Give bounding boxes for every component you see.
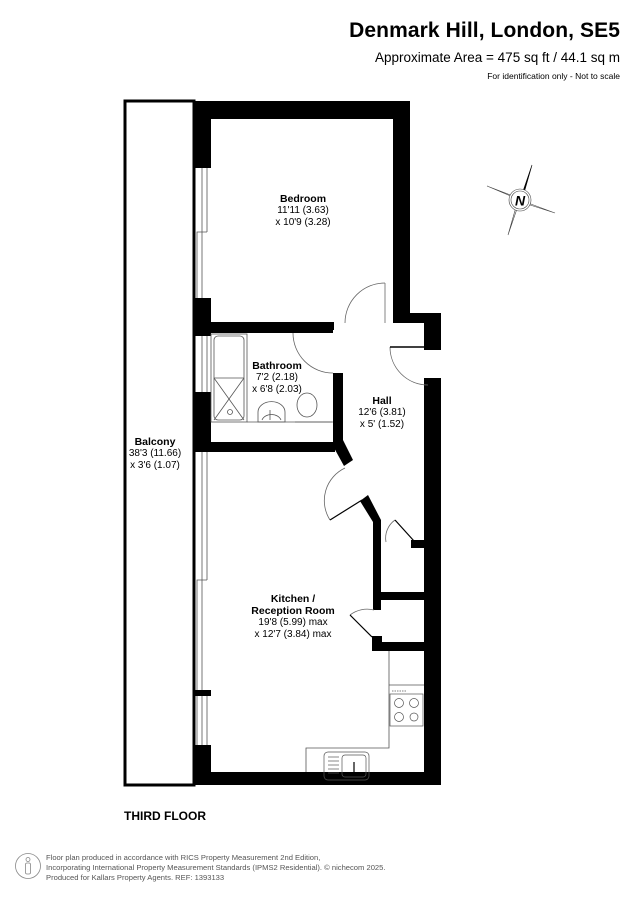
doors: [292, 282, 429, 638]
scale-disclaimer: For identification only - Not to scale: [487, 71, 620, 81]
room-label-bathroom: Bathroom 7'2 (2.18) x 6'8 (2.03): [252, 360, 302, 395]
room-label-hall: Hall 12'6 (3.81) x 5' (1.52): [358, 395, 406, 430]
footer-credits: Floor plan produced in accordance with R…: [46, 853, 386, 882]
walls: [193, 101, 441, 785]
room-label-bedroom: Bedroom 11'11 (3.63) x 10'9 (3.28): [275, 193, 331, 228]
bath-icon: [210, 333, 248, 423]
property-title: Denmark Hill, London, SE5: [349, 19, 620, 42]
plan-footer: Floor plan produced in accordance with R…: [14, 852, 385, 883]
room-label-balcony: Balcony 38'3 (11.66) x 3'6 (1.07): [128, 436, 182, 471]
windows: [196, 168, 208, 745]
plan-header: Denmark Hill, London, SE5 Approximate Ar…: [349, 18, 620, 83]
room-label-kitchen: Kitchen / Reception Room 19'8 (5.99) max…: [251, 593, 335, 640]
kitchen-counters: [305, 651, 424, 772]
person-icon: [15, 853, 41, 879]
toilet-icon: [295, 392, 332, 423]
hob-icon: [389, 690, 424, 727]
approximate-area: Approximate Area = 475 sq ft / 44.1 sq m: [374, 50, 620, 65]
north-compass-icon: N: [486, 164, 556, 236]
basin-icon: [257, 401, 286, 423]
sink-icon: [323, 751, 370, 781]
svg-text:N: N: [515, 193, 526, 209]
floor-label: THIRD FLOOR: [124, 809, 206, 823]
